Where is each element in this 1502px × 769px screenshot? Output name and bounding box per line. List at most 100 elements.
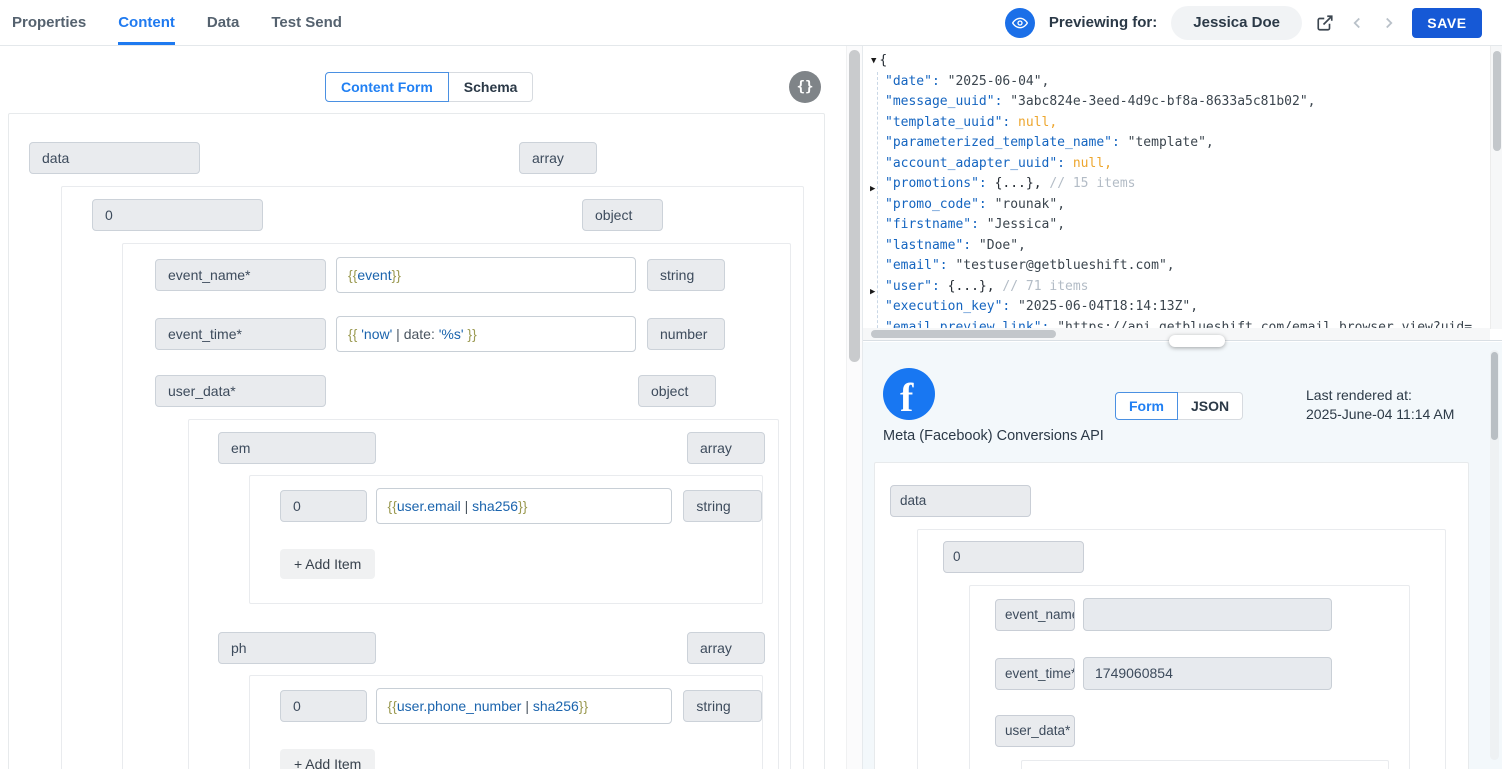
previous-user-button[interactable]: [1348, 14, 1366, 32]
em-0-value-input[interactable]: {{user.email | sha256}}: [375, 488, 673, 524]
liquid-open: {{: [387, 698, 397, 714]
preview-vertical-scrollbar[interactable]: [1490, 350, 1499, 760]
scrollbar-thumb[interactable]: [849, 50, 860, 362]
key-field-event-name: event_name*: [155, 259, 326, 291]
liquid-var: event: [357, 267, 392, 283]
adapter-preview-panel: f Meta (Facebook) Conversions API Form J…: [863, 342, 1502, 769]
event-name-value-input[interactable]: {{event}}: [336, 257, 636, 293]
json-line: "account_adapter_uuid": null,: [885, 154, 1502, 175]
add-item-button-ph[interactable]: + Add Item: [280, 749, 376, 769]
ph-0-value-input[interactable]: {{user.phone_number | sha256}}: [375, 688, 673, 724]
preview-event-time-value: 1749060854: [1083, 657, 1332, 690]
preview-eye-button[interactable]: [1004, 7, 1035, 38]
preview-row-0: 0: [943, 541, 1445, 573]
json-line: "promo_code": "rounak",: [885, 195, 1502, 216]
liquid-filter: sha256: [472, 498, 519, 514]
tab-data[interactable]: Data: [206, 14, 240, 31]
json-key: "date":: [885, 73, 940, 89]
collapse-toggle-icon[interactable]: ▼: [871, 56, 877, 66]
key-field-data: data: [29, 142, 200, 174]
tab-content[interactable]: Content: [118, 0, 175, 45]
left-pane-scrollbar[interactable]: [846, 46, 862, 769]
json-line: "email": "testuser@getblueshift.com",: [885, 256, 1502, 277]
navbar-tabs: Properties Content Data Test Send: [12, 0, 374, 45]
json-horizontal-scrollbar[interactable]: [863, 328, 1490, 340]
preview-json-toggle[interactable]: JSON: [1178, 392, 1244, 420]
preview-key-event-time: event_time*: [995, 657, 1075, 690]
json-items-comment: // 71 items: [994, 278, 1089, 294]
previewing-for-label: Previewing for:: [1048, 14, 1158, 31]
type-badge-array: array: [687, 632, 765, 664]
json-line: "firstname": "Jessica",: [885, 215, 1502, 236]
save-button[interactable]: SAVE: [1412, 7, 1482, 38]
json-root-line: ▼ {: [871, 51, 1502, 72]
liquid-open: {{: [348, 267, 358, 283]
type-badge-number: number: [647, 318, 725, 350]
preview-view-toggle: Form JSON: [1115, 392, 1244, 420]
field-row-em-0: 0 {{user.email | sha256}} string: [280, 488, 762, 524]
key-field-user-data: user_data*: [155, 375, 326, 407]
nest-em-items: 0 {{user.email | sha256}} string + Add I…: [249, 475, 763, 604]
last-rendered-label: Last rendered at:: [1306, 387, 1412, 403]
json-value: null,: [1065, 155, 1112, 171]
json-line: ▶ "promotions": {...}, // 15 items: [870, 174, 1502, 195]
liquid-close: }}: [578, 698, 589, 714]
liquid-close: }}: [391, 267, 401, 283]
preview-key-data: data: [890, 485, 1031, 517]
facebook-logo-icon: f: [883, 368, 935, 420]
last-rendered-value: 2025-June-04 11:14 AM: [1306, 406, 1455, 422]
json-line: "template_uuid": null,: [885, 113, 1502, 134]
panel-resize-handle[interactable]: [1169, 335, 1225, 347]
preview-key-0: 0: [943, 541, 1084, 573]
nest-ph-items: 0 {{user.phone_number | sha256}} string …: [249, 675, 763, 769]
type-badge-array: array: [687, 432, 765, 464]
next-user-button[interactable]: [1380, 14, 1398, 32]
expand-toggle-icon[interactable]: ▶: [870, 286, 876, 297]
key-field-em: em: [218, 432, 376, 464]
json-value: {...},: [986, 176, 1042, 191]
json-line: ▶"user": {...}, // 71 items: [870, 277, 1502, 298]
preview-nest-items: 0 event_name* event_time* 1749060854 use…: [917, 529, 1446, 769]
add-item-button-em[interactable]: + Add Item: [280, 549, 376, 579]
scrollbar-thumb[interactable]: [1493, 51, 1501, 151]
liquid-var: 'now': [361, 326, 393, 342]
json-value: "Jessica",: [978, 217, 1066, 232]
content-form-card: data array 0 object event_name* {{event}…: [8, 113, 825, 769]
json-key: "promo_code":: [885, 196, 987, 212]
tab-test-send[interactable]: Test Send: [271, 14, 342, 31]
json-vertical-scrollbar[interactable]: [1490, 46, 1502, 329]
field-row-event-time: event_time* {{ 'now' | date: '%s' }} num…: [155, 316, 790, 352]
content-form-toggle[interactable]: Content Form: [325, 72, 449, 102]
event-time-value-input[interactable]: {{ 'now' | date: '%s' }}: [336, 316, 636, 352]
preview-event-name-value: [1083, 598, 1332, 631]
json-items-comment: // 15 items: [1041, 176, 1136, 191]
json-key: "user":: [885, 278, 940, 294]
json-key: "parameterized_template_name":: [885, 135, 1120, 150]
json-key: "message_uuid":: [885, 94, 1003, 109]
json-line: "parameterized_template_name": "template…: [885, 133, 1502, 154]
json-line: "execution_key": "2025-06-04T18:14:13Z",: [885, 297, 1502, 318]
scrollbar-thumb[interactable]: [871, 330, 1056, 338]
key-field-ph: ph: [218, 632, 376, 664]
tab-properties[interactable]: Properties: [12, 14, 87, 31]
open-in-new-button[interactable]: [1316, 14, 1334, 32]
json-value: "testuser@getblueshift.com",: [947, 258, 1175, 273]
liquid-filter: '%s': [438, 326, 464, 342]
field-row-em: em array: [218, 432, 778, 464]
external-link-icon: [1316, 14, 1334, 32]
json-key: "template_uuid":: [885, 114, 1011, 130]
personalization-braces-icon[interactable]: {}: [789, 71, 821, 103]
expand-toggle-icon[interactable]: ▶: [870, 184, 876, 194]
scrollbar-thumb[interactable]: [1491, 352, 1498, 440]
preview-form-toggle[interactable]: Form: [1115, 392, 1178, 420]
chevron-left-icon: [1348, 14, 1366, 32]
field-row-ph-0: 0 {{user.phone_number | sha256}} string: [280, 688, 762, 724]
previewing-user-pill[interactable]: Jessica Doe: [1171, 5, 1302, 40]
liquid-var: user.email: [396, 498, 461, 514]
json-value: "3abc824e-3eed-4d9c-bf8a-8633a5c81b02",: [1002, 94, 1316, 109]
schema-toggle[interactable]: Schema: [448, 72, 534, 102]
preview-key-user-data: user_data*: [995, 715, 1075, 747]
json-key: "promotions":: [885, 176, 987, 191]
json-line: "message_uuid": "3abc824e-3eed-4d9c-bf8a…: [885, 92, 1502, 113]
type-badge-array: array: [519, 142, 597, 174]
